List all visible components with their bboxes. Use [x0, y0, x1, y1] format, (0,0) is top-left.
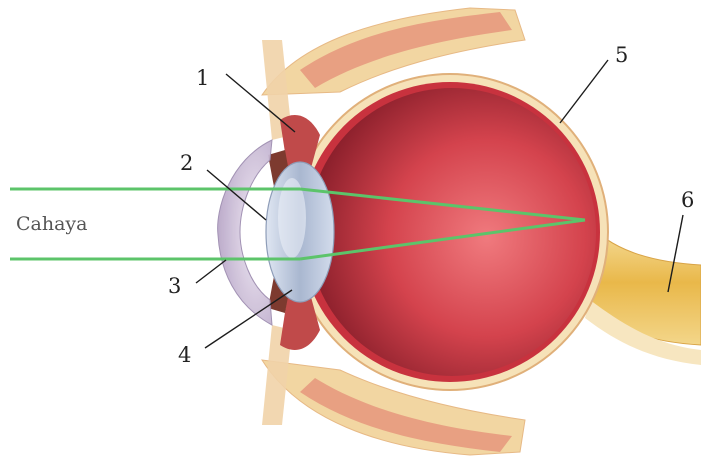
- label-2: 2: [180, 151, 193, 175]
- label-1: 1: [196, 66, 209, 90]
- label-5: 5: [615, 43, 628, 67]
- label-6: 6: [681, 188, 694, 212]
- label-4: 4: [178, 343, 191, 367]
- label-3: 3: [168, 274, 181, 298]
- leader-5: [560, 60, 608, 123]
- vitreous-body: [308, 88, 596, 376]
- leader-3: [196, 260, 226, 283]
- light-label: Cahaya: [16, 213, 88, 235]
- cornea: [218, 140, 272, 325]
